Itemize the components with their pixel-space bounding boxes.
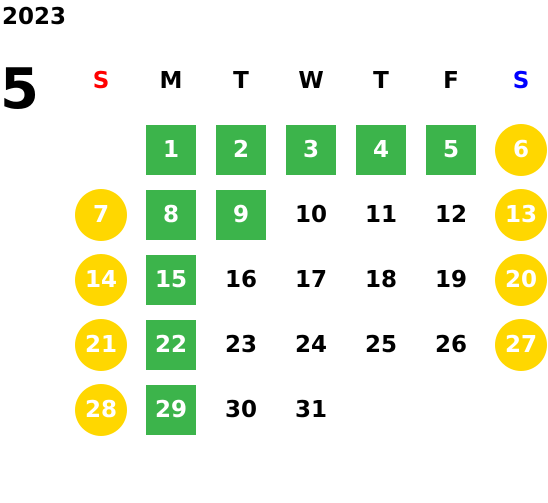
calendar-day[interactable]: 17	[294, 267, 327, 293]
calendar-day[interactable]: 6	[495, 124, 547, 176]
weekday-header-thu: T	[373, 68, 389, 94]
calendar-day[interactable]: 13	[495, 189, 547, 241]
calendar-day[interactable]: 22	[146, 320, 196, 370]
calendar-day[interactable]: 21	[75, 319, 127, 371]
weekday-header-sat: S	[512, 68, 530, 94]
calendar-day[interactable]: 10	[294, 202, 327, 228]
calendar-day[interactable]: 14	[75, 254, 127, 306]
calendar-day[interactable]: 20	[495, 254, 547, 306]
calendar-day[interactable]: 1	[146, 125, 196, 175]
calendar-day[interactable]: 29	[146, 385, 196, 435]
calendar-day[interactable]: 5	[426, 125, 476, 175]
calendar-day[interactable]: 11	[364, 202, 397, 228]
calendar-day[interactable]: 30	[224, 397, 257, 423]
month-label: 5	[0, 57, 39, 122]
calendar-day[interactable]: 18	[364, 267, 397, 293]
calendar-day[interactable]: 25	[364, 332, 397, 358]
calendar-day[interactable]: 19	[434, 267, 467, 293]
calendar-day[interactable]: 3	[286, 125, 336, 175]
weekday-header-wed: W	[298, 68, 324, 94]
calendar-day[interactable]: 31	[294, 397, 327, 423]
weekday-header-sun: S	[92, 68, 110, 94]
weekday-header-tue: T	[233, 68, 249, 94]
calendar-day[interactable]: 12	[434, 202, 467, 228]
calendar-day[interactable]: 4	[356, 125, 406, 175]
calendar-day[interactable]: 24	[294, 332, 327, 358]
calendar-day[interactable]: 8	[146, 190, 196, 240]
calendar-day[interactable]: 27	[495, 319, 547, 371]
calendar-day[interactable]: 16	[224, 267, 257, 293]
calendar-day[interactable]: 15	[146, 255, 196, 305]
calendar-day[interactable]: 28	[75, 384, 127, 436]
year-label: 2023	[2, 4, 67, 30]
calendar-day[interactable]: 26	[434, 332, 467, 358]
calendar-day[interactable]: 7	[75, 189, 127, 241]
calendar-day[interactable]: 2	[216, 125, 266, 175]
calendar-day[interactable]: 9	[216, 190, 266, 240]
weekday-header-fri: F	[443, 68, 459, 94]
calendar-day[interactable]: 23	[224, 332, 257, 358]
weekday-header-mon: M	[159, 68, 183, 94]
